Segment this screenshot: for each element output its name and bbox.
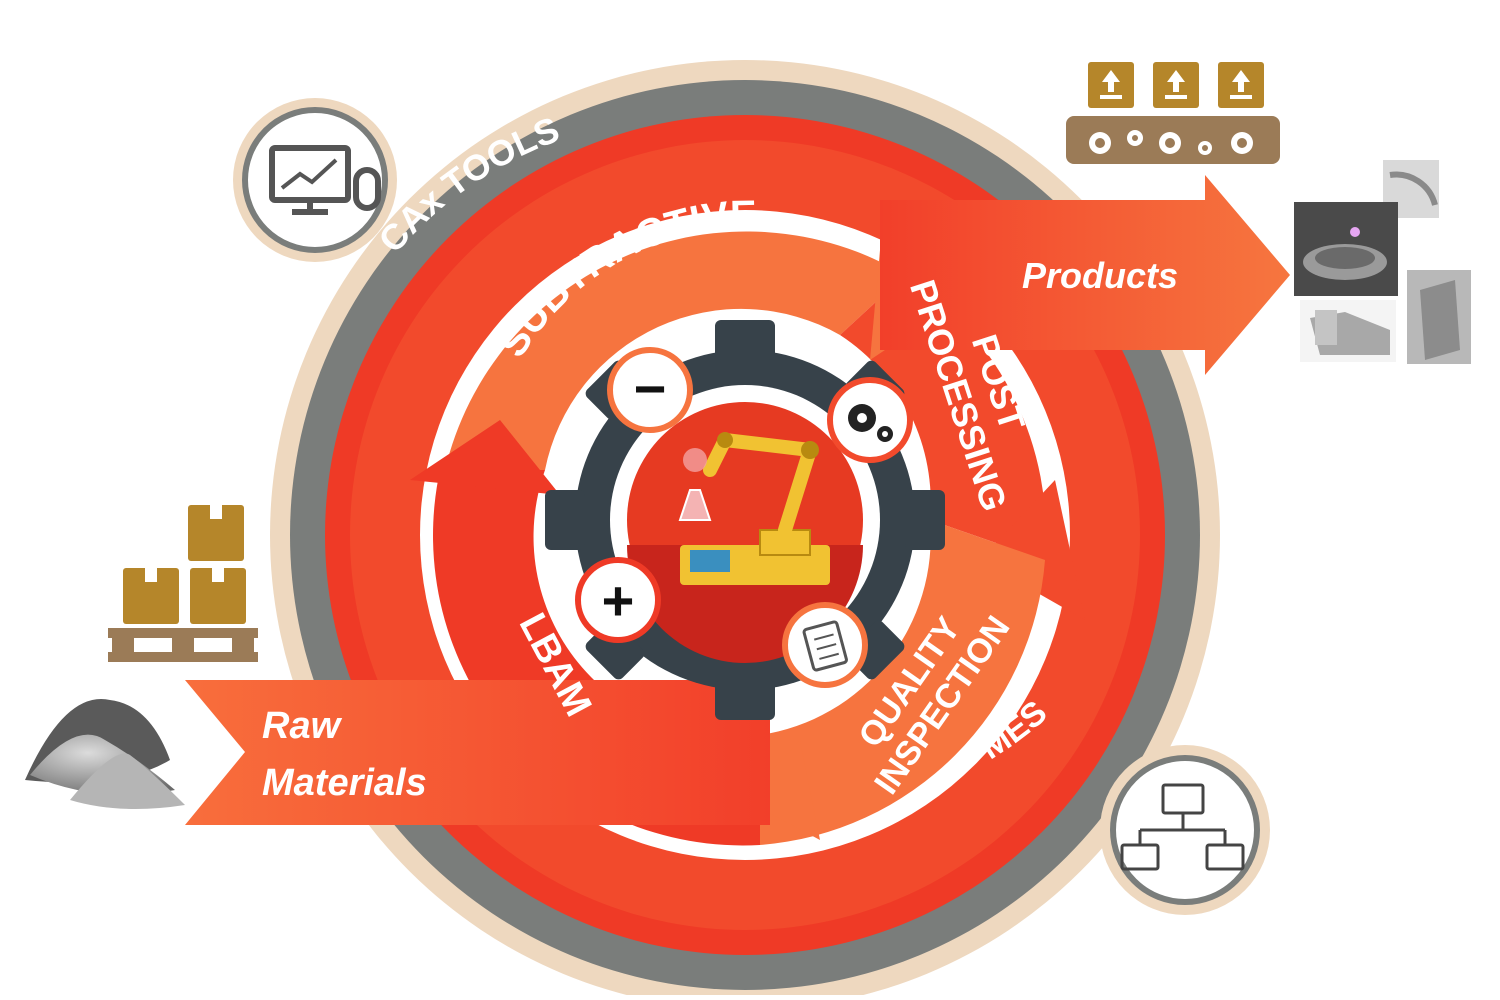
product-photos [1294,160,1471,364]
gears-badge [827,377,913,463]
plus-badge: + [575,557,661,643]
mes-badge [1100,745,1270,915]
minus-symbol: − [634,357,667,420]
quality-inspection-segment [760,520,1045,845]
network-hierarchy-icon [1120,783,1245,871]
checklist-badge [782,602,868,688]
boxes-on-pallet-icon [108,505,258,662]
robotic-arm-icon [678,432,830,585]
boxes-on-conveyor-icon [1066,62,1280,164]
quality-arrowhead [745,740,820,840]
lbam-arrowhead [410,420,560,495]
metal-powder-piles [25,699,185,809]
minus-badge: − [607,347,693,433]
computer-monitor-icon [269,145,381,215]
plus-symbol: + [602,569,635,632]
checklist-icon [802,620,848,672]
cax-tools-badge [233,98,397,262]
raw-label: Raw [262,705,343,747]
gears-icon [848,404,893,442]
raw-materials-arrow [185,680,770,825]
products-arrow [880,175,1290,375]
materials-label: Materials [262,762,427,804]
subtractive-segment [445,231,905,470]
products-label: Products [1022,255,1178,296]
post-processing-arrowhead [980,480,1085,620]
